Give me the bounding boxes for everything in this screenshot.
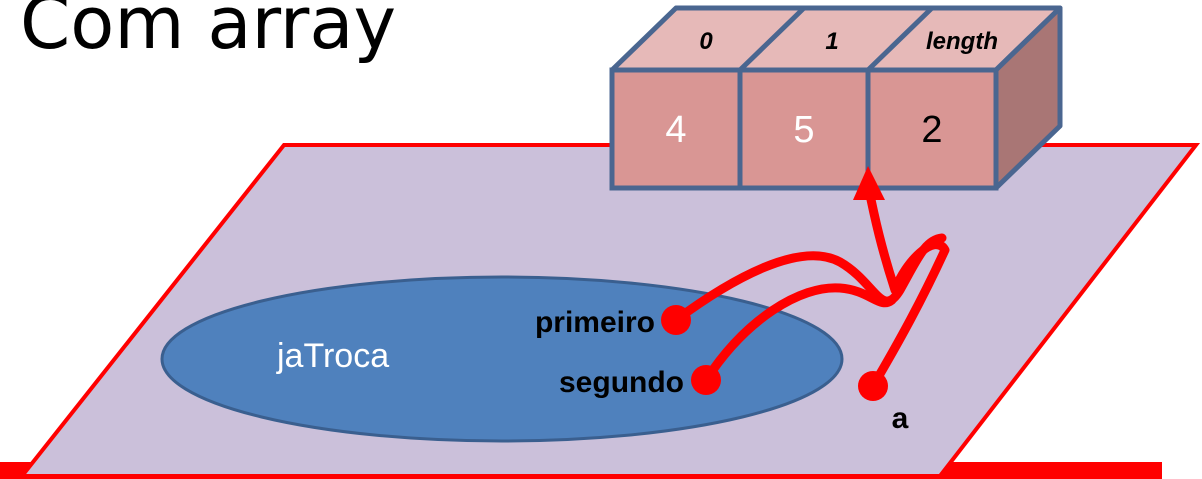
array-index-length: length bbox=[926, 28, 998, 55]
array-top-divider-1 bbox=[738, 6, 806, 72]
slide-title: Com array bbox=[20, 0, 396, 65]
array-value-0: 4 bbox=[665, 109, 686, 151]
reference-segundo bbox=[701, 283, 897, 385]
arrowhead bbox=[853, 166, 885, 200]
variable-dot-a bbox=[858, 371, 888, 401]
array-cell-0 bbox=[609, 67, 743, 191]
array-cell-length bbox=[865, 67, 999, 191]
array-index-0: 0 bbox=[699, 28, 713, 55]
method-name-label: jaTroca bbox=[276, 337, 389, 375]
reference-arrows bbox=[671, 166, 950, 391]
array-top-divider-2 bbox=[866, 6, 934, 72]
array-value-1: 5 bbox=[793, 109, 814, 151]
variable-label-a: a bbox=[892, 402, 909, 435]
variable-dot-primeiro bbox=[661, 305, 691, 335]
variable-label-primeiro: primeiro bbox=[535, 306, 655, 339]
variable-dot-segundo bbox=[691, 365, 721, 395]
variable-label-segundo: segundo bbox=[559, 366, 684, 399]
method-ellipse bbox=[160, 275, 844, 443]
array-cell-1 bbox=[737, 67, 871, 191]
array-value-length: 2 bbox=[921, 109, 942, 151]
array-index-1: 1 bbox=[825, 28, 838, 55]
reference-a bbox=[863, 180, 950, 391]
